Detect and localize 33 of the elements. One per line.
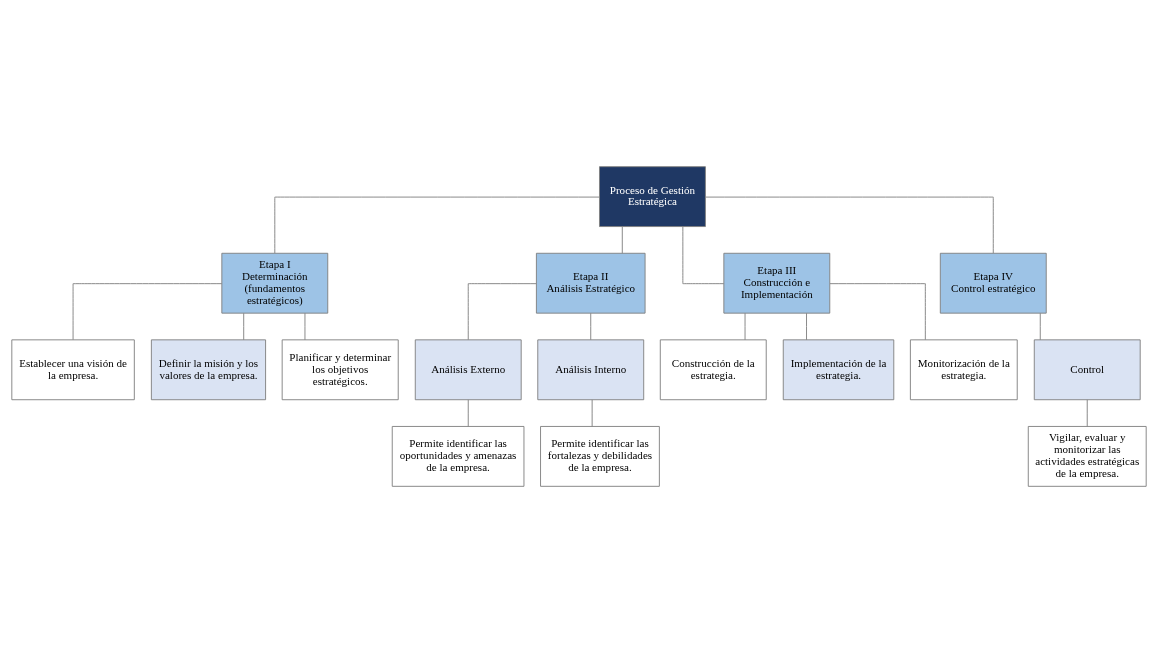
connector bbox=[467, 399, 469, 427]
node-box: Etapa II Análisis Estratégico bbox=[535, 252, 646, 314]
connector bbox=[1039, 312, 1041, 341]
node-box: Análisis Interno bbox=[537, 339, 645, 401]
connector bbox=[590, 312, 592, 341]
node-box: Planificar y determinar los objetivos estratégicos. bbox=[281, 339, 399, 401]
connector bbox=[243, 312, 245, 341]
node-box: Etapa IV Control estratégico bbox=[939, 252, 1047, 314]
connector bbox=[705, 196, 994, 254]
connector bbox=[744, 312, 746, 341]
node-box: Análisis Externo bbox=[414, 339, 522, 401]
connector bbox=[682, 226, 725, 285]
node-box: Definir la misión y los valores de la empresa. bbox=[150, 339, 267, 401]
connector bbox=[72, 283, 223, 341]
connector bbox=[467, 283, 537, 341]
connector bbox=[829, 283, 926, 341]
node-box: Construcción de la estrategia. bbox=[659, 339, 767, 401]
node-box: Control bbox=[1033, 339, 1141, 401]
connector bbox=[1086, 399, 1088, 427]
node-box: Permite identificar las fortalezas y debilidades de la empresa. bbox=[540, 426, 660, 487]
node-box: Etapa I Determinación (fundamentos estratégicos) bbox=[221, 252, 329, 314]
node-box: Implementación de la estrategia. bbox=[782, 339, 895, 401]
connector bbox=[806, 312, 807, 341]
connector bbox=[274, 196, 600, 254]
node-box: Permite identificar las oportunidades y amenazas de la empresa. bbox=[391, 426, 525, 487]
node-box: Etapa III Construcción e Implementación bbox=[723, 252, 831, 314]
connector bbox=[621, 226, 623, 254]
node-box: Vigilar, evaluar y monitorizar las actividades estratégicas de la empresa. bbox=[1027, 426, 1147, 487]
connector bbox=[304, 312, 306, 341]
node-box: Establecer una visión de la empresa. bbox=[11, 339, 135, 401]
node-box: Monitorización de la estrategia. bbox=[909, 339, 1018, 401]
connector bbox=[591, 399, 593, 427]
node-box: Proceso de Gestión Estratégica bbox=[599, 166, 706, 227]
